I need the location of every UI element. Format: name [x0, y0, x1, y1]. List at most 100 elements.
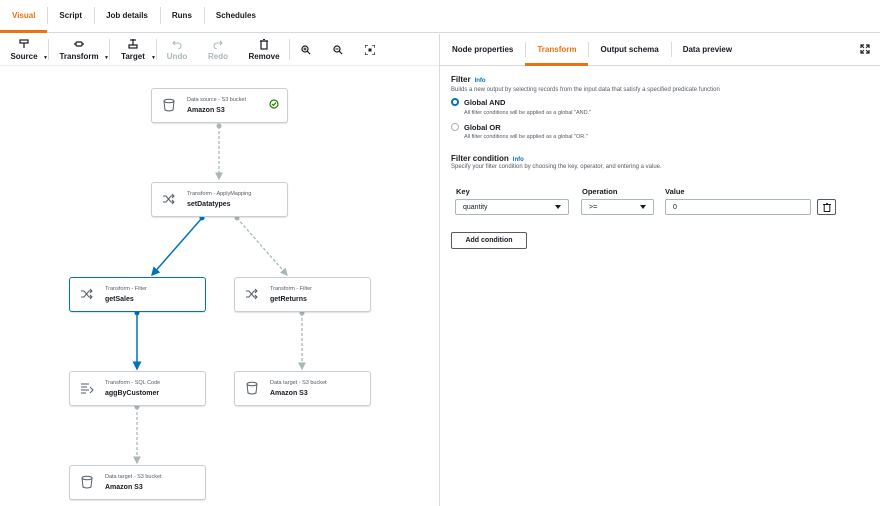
caret-down-icon: ▼	[151, 55, 156, 61]
value-input-text: 0	[673, 203, 677, 211]
node-get-returns[interactable]: Transform - Filter getReturns	[234, 277, 371, 312]
operation-select-value: >=	[589, 203, 598, 211]
edge-mapping-to-returns[interactable]	[236, 217, 288, 276]
caret-down-icon: ▼	[43, 55, 48, 61]
global-or-label: Global OR	[464, 123, 501, 132]
node-name-label: getReturns	[270, 296, 307, 303]
toolbar-divider	[156, 39, 157, 60]
caret-down-icon	[640, 205, 646, 209]
shuffle-icon	[163, 193, 175, 205]
undo-label: Undo	[166, 52, 188, 61]
global-and-description: All filter conditions will be applied as…	[464, 110, 592, 116]
bucket-icon	[163, 98, 175, 112]
target-label: Target	[121, 52, 145, 61]
remove-button[interactable]: Remove	[239, 34, 289, 65]
edges-layer	[132, 123, 306, 465]
global-and-label: Global AND	[464, 98, 506, 107]
source-button[interactable]: Source ▼	[0, 34, 48, 65]
filter-description: Builds a new output by selecting records…	[451, 87, 720, 93]
check-circle-icon	[269, 99, 279, 109]
condition-description: Specify your filter condition by choosin…	[451, 164, 662, 170]
operation-select[interactable]: >=	[581, 199, 654, 215]
node-type-label: Transform - SQL Code	[105, 380, 161, 386]
top-tab-bar: Visual Script Job details Runs Schedules	[0, 0, 880, 33]
key-header: Key	[456, 187, 470, 196]
add-condition-button[interactable]: Add condition	[451, 232, 527, 249]
zoom-in-icon	[301, 44, 311, 54]
caret-down-icon: ▼	[104, 55, 109, 61]
node-s3-target-agg[interactable]: Data target - S3 bucket Amazon S3	[69, 465, 206, 500]
fit-view-button[interactable]	[354, 34, 386, 65]
node-type-label: Data target - S3 bucket	[270, 380, 327, 386]
node-name-label: Amazon S3	[270, 390, 308, 397]
shuffle-icon	[246, 288, 258, 300]
panel-tab-bar: Node properties Transform Output schema …	[440, 34, 880, 66]
node-agg-by-customer[interactable]: Transform - SQL Code aggByCustomer	[69, 371, 206, 406]
bucket-icon	[81, 475, 93, 489]
tab-runs[interactable]: Runs	[159, 0, 204, 32]
source-label: Source	[10, 52, 38, 61]
node-type-label: Transform - ApplyMapping	[187, 191, 252, 197]
global-or-radio[interactable]	[451, 123, 459, 131]
node-s3-target-returns[interactable]: Data target - S3 bucket Amazon S3	[234, 371, 371, 406]
redo-button[interactable]: Redo	[197, 34, 239, 65]
trash-icon	[257, 38, 271, 50]
trash-icon	[822, 202, 831, 212]
caret-down-icon	[555, 205, 561, 209]
redo-label: Redo	[208, 52, 228, 61]
global-and-radio[interactable]	[451, 98, 459, 106]
zoom-in-button[interactable]	[290, 34, 322, 65]
target-icon	[126, 38, 140, 50]
node-type-label: Data target - S3 bucket	[105, 474, 162, 480]
tab-node-properties[interactable]: Node properties	[452, 45, 514, 54]
undo-icon	[170, 38, 184, 50]
expand-icon[interactable]	[860, 44, 870, 54]
source-icon	[17, 38, 31, 50]
key-select[interactable]: quantity	[455, 199, 569, 215]
undo-button[interactable]: Undo	[157, 34, 197, 65]
zoom-out-icon	[333, 44, 343, 54]
tab-data-preview[interactable]: Data preview	[670, 34, 744, 65]
transform-label: Transform	[59, 52, 99, 61]
filter-info-link[interactable]: Info	[474, 78, 486, 84]
node-type-label: Transform - Filter	[270, 286, 312, 292]
tab-visual[interactable]: Visual	[0, 0, 48, 33]
diagram-canvas[interactable]: Data source - S3 bucket Amazon S3 Transf…	[0, 67, 439, 506]
canvas-toolbar: Source ▼ Transform ▼ Target ▼ Undo Redo …	[0, 34, 439, 66]
transform-icon	[72, 38, 86, 50]
value-header: Value	[665, 187, 685, 196]
delete-condition-button[interactable]	[817, 199, 836, 215]
transform-button[interactable]: Transform ▼	[49, 34, 109, 65]
key-select-value: quantity	[463, 203, 488, 211]
shuffle-icon	[81, 288, 93, 300]
node-s3-source[interactable]: Data source - S3 bucket Amazon S3	[151, 88, 288, 123]
sql-icon	[81, 383, 94, 394]
condition-title-text: Filter condition	[451, 154, 509, 163]
tab-schedules[interactable]: Schedules	[203, 0, 268, 32]
node-type-label: Transform - Filter	[105, 286, 147, 292]
condition-info-link[interactable]: Info	[512, 157, 524, 163]
global-or-description: All filter conditions will be applied as…	[464, 134, 588, 140]
edge-mapping-to-sales[interactable]	[151, 217, 203, 277]
operation-header: Operation	[582, 187, 618, 196]
node-name-label: getSales	[105, 296, 134, 303]
redo-icon	[211, 38, 225, 50]
panel-divider[interactable]	[439, 34, 440, 506]
node-type-label: Data source - S3 bucket	[187, 97, 247, 103]
value-input[interactable]: 0	[665, 199, 811, 215]
tab-job-details[interactable]: Job details	[94, 0, 160, 32]
toolbar-divider	[289, 39, 290, 60]
zoom-out-button[interactable]	[322, 34, 354, 65]
node-name-label: Amazon S3	[187, 107, 225, 114]
target-button[interactable]: Target ▼	[110, 34, 156, 65]
remove-label: Remove	[248, 52, 280, 61]
tab-script[interactable]: Script	[47, 0, 94, 32]
toolbar-divider	[109, 39, 110, 60]
tab-transform[interactable]: Transform	[525, 34, 589, 66]
tab-output-schema[interactable]: Output schema	[588, 34, 670, 65]
node-get-sales[interactable]: Transform - Filter getSales	[69, 277, 206, 312]
node-set-datatypes[interactable]: Transform - ApplyMapping setDatatypes	[151, 182, 288, 217]
node-name-label: Amazon S3	[105, 484, 143, 491]
